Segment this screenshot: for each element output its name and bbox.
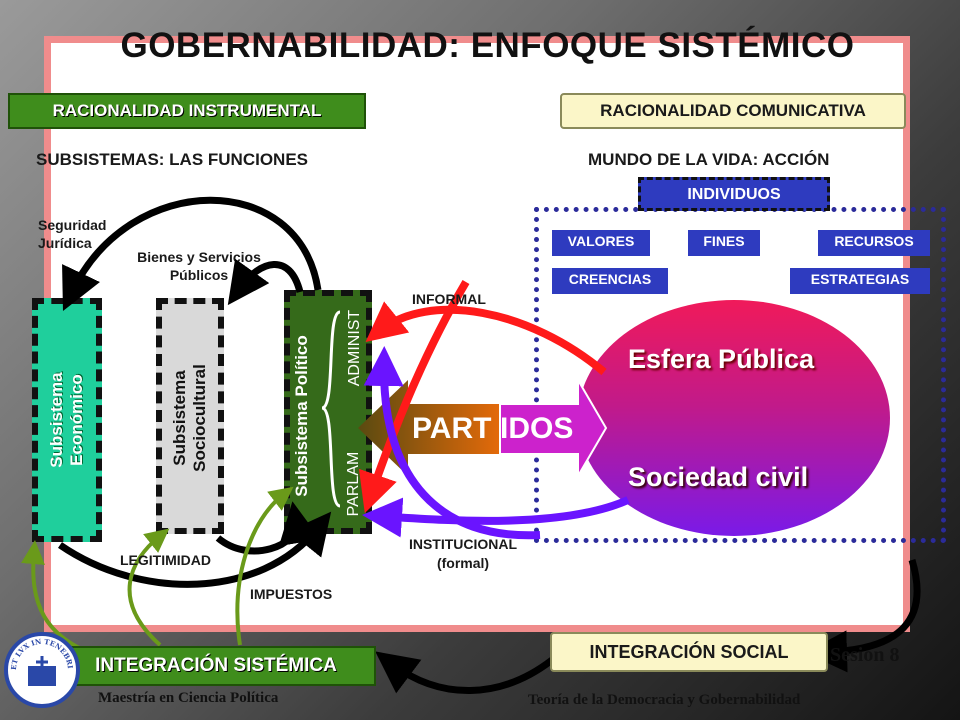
university-seal: ET LVX IN TENEBRIS LVCET — [4, 632, 80, 708]
institucional-arrow-purple-2 — [363, 346, 541, 540]
sistemica-arrow — [375, 651, 555, 694]
fines-tag: FINES — [688, 230, 760, 256]
seguridad-arrow — [62, 196, 322, 311]
racionalidad-comunicativa-box: RACIONALIDAD COMUNICATIVA — [560, 93, 906, 129]
creencias-tag: CREENCIAS — [552, 268, 668, 294]
esfera-publica-label: Esfera Pública — [628, 344, 815, 374]
subsistema-politico-box — [284, 290, 372, 534]
informal-arrow-red-2 — [358, 279, 470, 514]
sociedad-civil-label: Sociedad civil — [628, 462, 809, 492]
olive-arrow-3 — [235, 486, 294, 646]
institucional-arrow-purple — [362, 496, 630, 538]
racionalidad-instrumental-box: RACIONALIDAD INSTRUMENTAL — [8, 93, 366, 129]
legitimidad-label: LEGITIMIDAD — [120, 552, 211, 568]
individuos-label: INDIVIDUOS — [687, 186, 781, 203]
institucional-label: INSTITUCIONAL (formal) — [380, 535, 546, 573]
partidos-arrow-right — [499, 376, 608, 480]
footer-right: Teoría de la Democracia y Gobernabilidad — [528, 692, 801, 708]
institucional-line1: INSTITUCIONAL — [408, 536, 518, 552]
mundo-vida-subtitle: MUNDO DE LA VIDA: ACCIÓN — [588, 150, 830, 169]
subsistema-sociocultural-box — [156, 298, 224, 534]
individuos-tag: INDIVIDUOS — [638, 177, 830, 211]
informal-label: INFORMAL — [412, 291, 486, 307]
valores-label: VALORES — [567, 233, 635, 249]
sesion-label: Sesion 8 — [830, 644, 900, 666]
seal-icon: ET LVX IN TENEBRIS LVCET — [8, 636, 75, 686]
estrategias-label: ESTRATEGIAS — [810, 271, 910, 287]
partidos-label-a: PART — [412, 412, 492, 445]
esfera-publica-ellipse — [578, 300, 890, 536]
valores-tag: VALORES — [552, 230, 650, 256]
fines-label: FINES — [703, 233, 745, 249]
brace-shape — [321, 310, 341, 508]
integracion-social-box: INTEGRACIÓN SOCIAL — [550, 632, 828, 672]
recursos-tag: RECURSOS — [818, 230, 930, 256]
subsistema-economico-box — [32, 298, 102, 542]
integracion-social-label: INTEGRACIÓN SOCIAL — [589, 642, 789, 662]
institucional-line2: (formal) — [436, 555, 490, 571]
racionalidad-comunicativa-label: RACIONALIDAD COMUNICATIVA — [600, 101, 866, 120]
page-title: GOBERNABILIDAD: ENFOQUE SISTÉMICO — [120, 26, 855, 65]
footer-left: Maestría en Ciencia Política — [98, 690, 279, 706]
olive-arrow-2 — [127, 528, 170, 647]
partidos-label-b: IDOS — [500, 412, 574, 445]
bienes-line2: Públicos — [169, 267, 229, 283]
integracion-sistemica-box: INTEGRACIÓN SISTÉMICA — [56, 646, 376, 686]
seguridad-juridica-label: Seguridad Jurídica — [38, 216, 106, 252]
creencias-label: CREENCIAS — [568, 271, 652, 287]
bienes-arrow — [227, 258, 304, 306]
racionalidad-instrumental-label: RACIONALIDAD INSTRUMENTAL — [52, 101, 322, 120]
subsistemas-subtitle: SUBSISTEMAS: LAS FUNCIONES — [36, 150, 309, 169]
informal-arrow-red — [365, 301, 607, 376]
integracion-sistemica-label: INTEGRACIÓN SISTÉMICA — [95, 655, 337, 676]
seguridad-line2: Jurídica — [38, 235, 92, 251]
recursos-label: RECURSOS — [834, 233, 914, 249]
estrategias-tag: ESTRATEGIAS — [790, 268, 930, 294]
seguridad-line1: Seguridad — [38, 217, 107, 233]
social-integration-arrow — [805, 558, 921, 673]
impuestos-label: IMPUESTOS — [250, 586, 333, 602]
impuestos-arrow — [58, 511, 332, 588]
legitimidad-arrow — [215, 501, 321, 555]
